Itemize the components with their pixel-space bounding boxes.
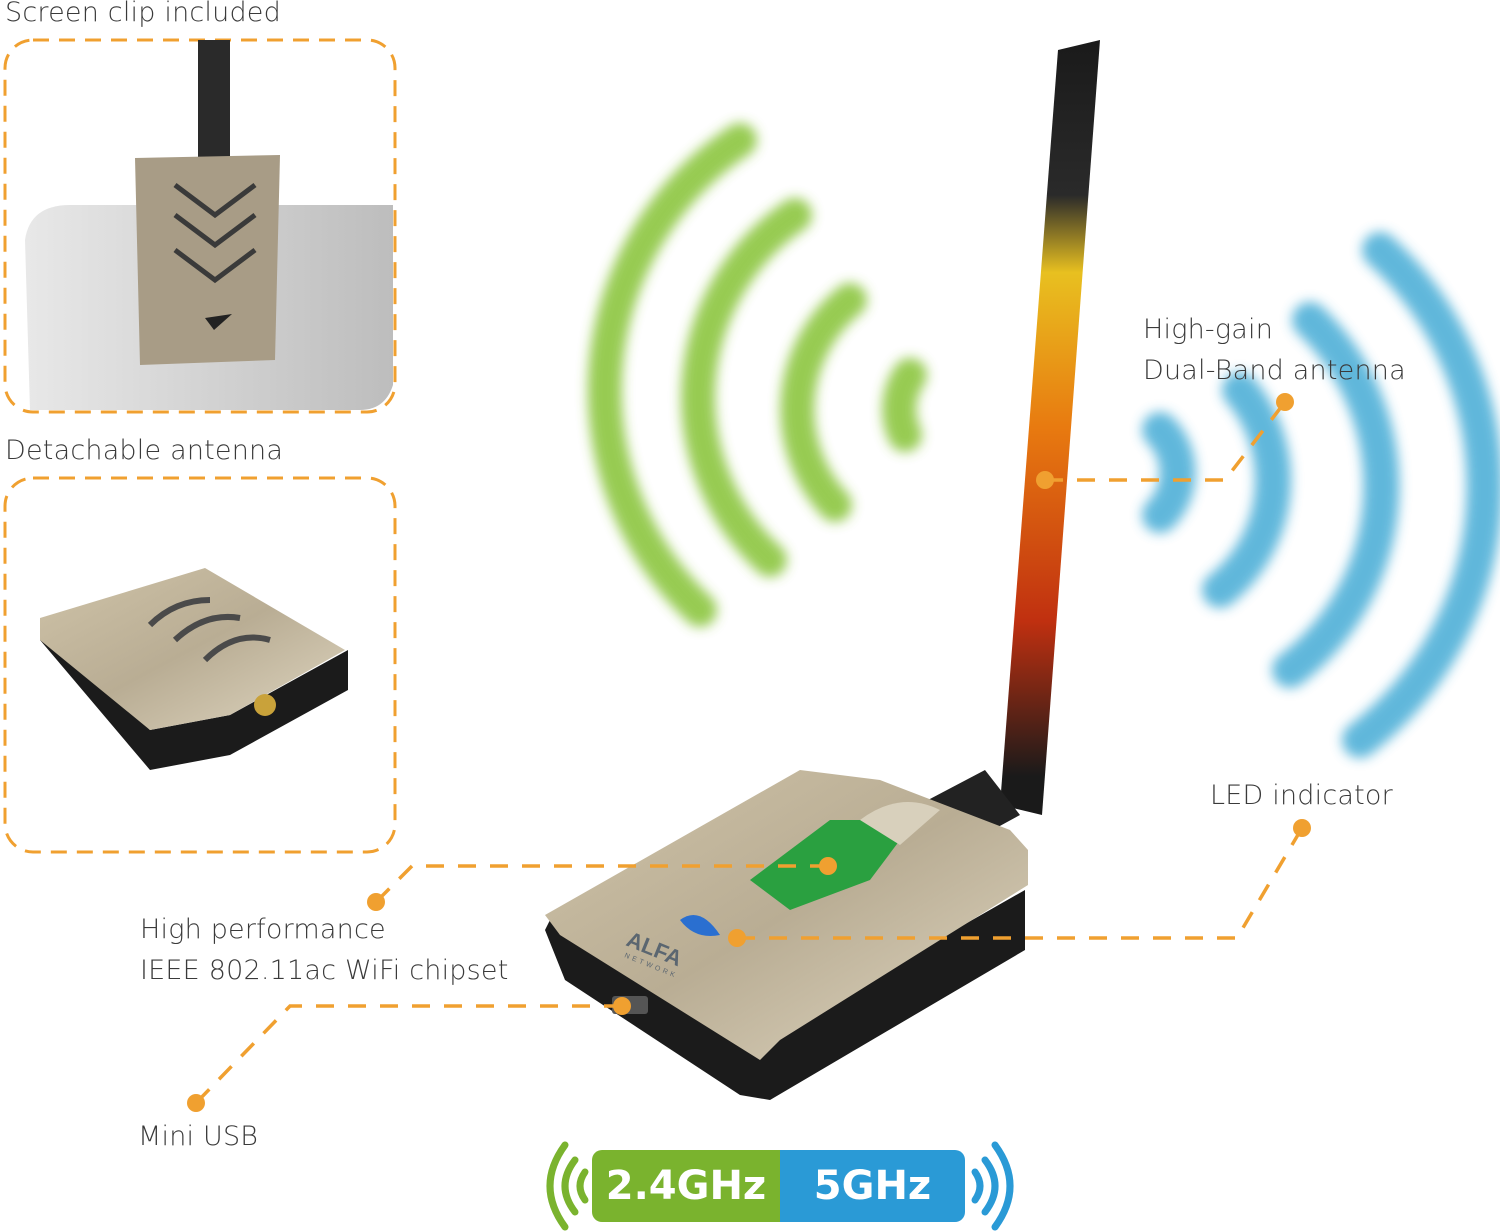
callout-antenna-line2: Dual-Band antenna	[1143, 355, 1406, 386]
wave-right-icon	[971, 1141, 1014, 1231]
inset-title-screen-clip: Screen clip included	[5, 0, 281, 28]
inset-detachable	[3, 476, 397, 854]
callout-chipset-line2: IEEE 802.11ac WiFi chipset	[140, 955, 509, 986]
inset-screen-clip	[3, 38, 397, 414]
callout-chipset-line1: High performance	[140, 914, 386, 945]
signal-waves-blue	[1142, 232, 1500, 758]
antenna	[928, 40, 1100, 845]
band-badge	[546, 1141, 1014, 1231]
band-label-2-4ghz: 2.4GHz	[605, 1163, 767, 1209]
inset-title-detachable: Detachable antenna	[5, 435, 284, 466]
callout-led: LED indicator	[1210, 780, 1393, 811]
callout-lines	[194, 400, 1304, 1105]
wave-left-icon	[546, 1141, 589, 1231]
callout-dots	[187, 393, 1311, 1112]
usb-adapter-device: ALFA NETWORK	[545, 770, 1028, 1100]
signal-waves-green	[587, 123, 927, 627]
callout-usb: Mini USB	[138, 1121, 259, 1152]
callout-antenna-line1: High-gain	[1143, 314, 1274, 345]
band-label-5ghz: 5GHz	[813, 1163, 932, 1209]
led-indicator	[680, 915, 720, 936]
